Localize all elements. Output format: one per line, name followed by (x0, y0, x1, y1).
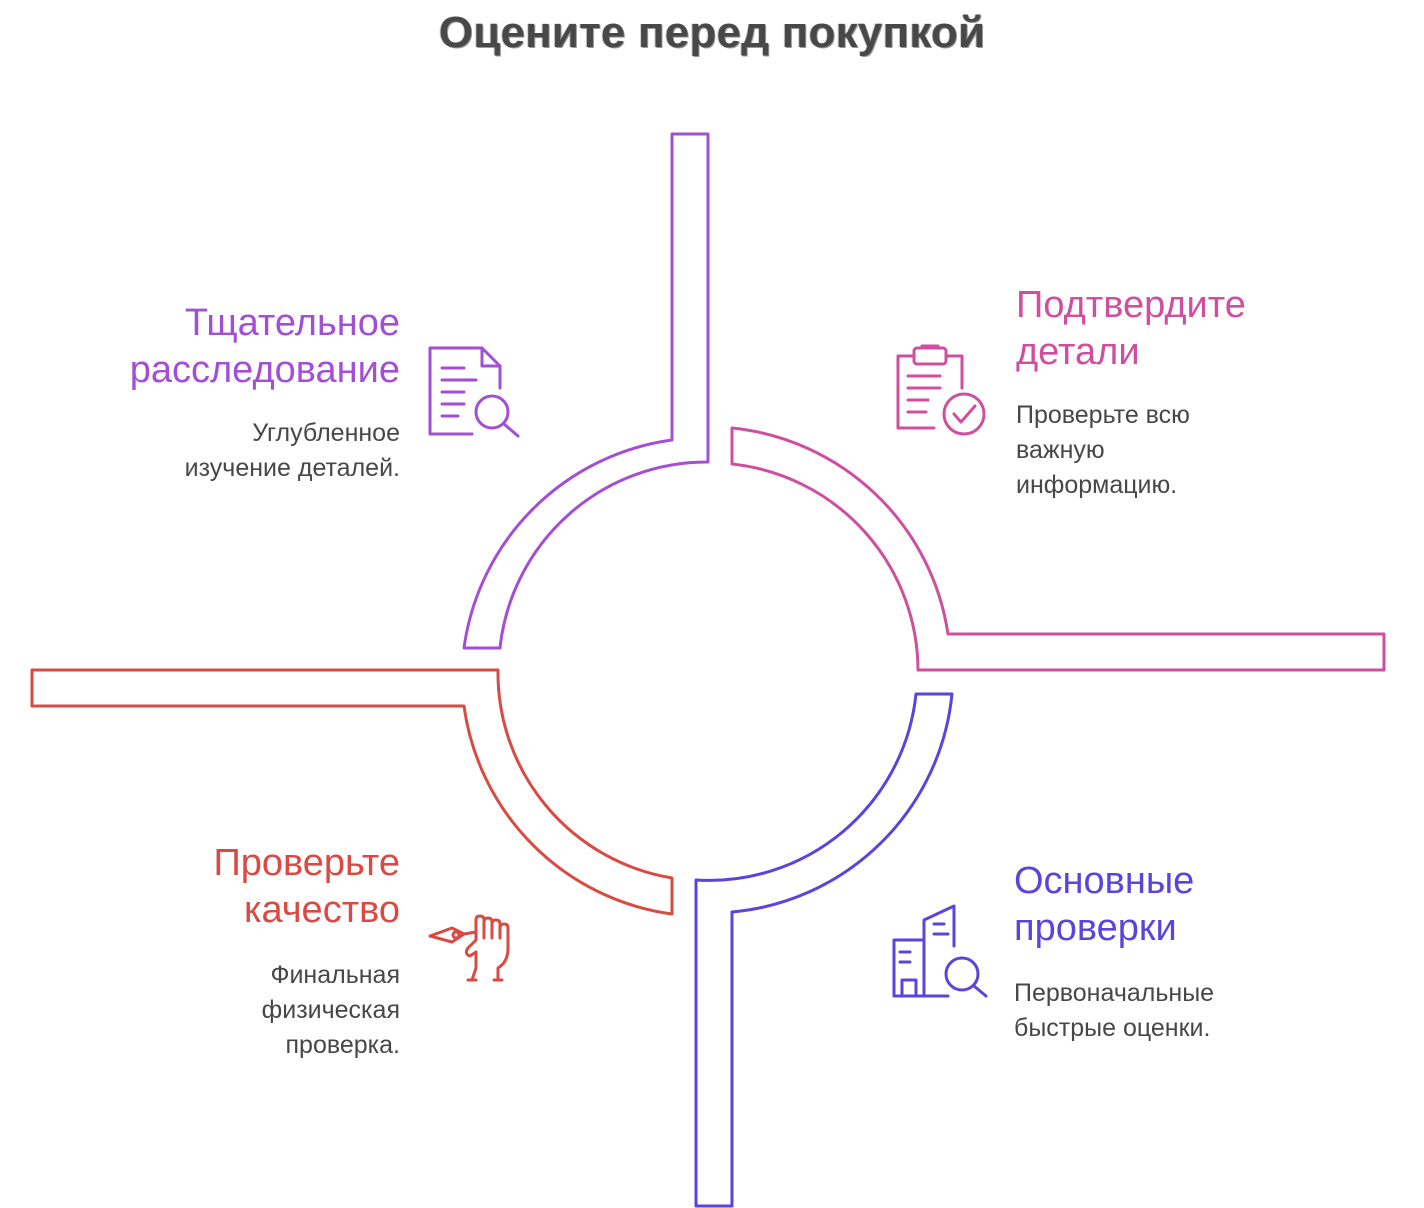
hand-inspect-icon (428, 914, 510, 982)
quality-heading: Проверьте качество (213, 842, 400, 931)
quality-description: Финальная физическая проверка. (261, 961, 400, 1059)
road-basic (694, 692, 954, 1208)
page-title: Оцените перед покупкой (438, 8, 986, 57)
investigation-description: Углубленное изучение деталей. (184, 419, 400, 482)
clipboard-check-icon (896, 344, 986, 436)
road-investigation (462, 132, 710, 650)
road-quality (30, 668, 674, 916)
basic-heading: Основные проверки (1014, 860, 1195, 949)
document-search-icon (428, 346, 520, 438)
building-search-icon (892, 904, 988, 998)
road-confirm (730, 426, 1386, 672)
confirm-heading: Подтвердите детали (1016, 284, 1246, 373)
confirm-description: Проверьте всю важную информацию. (1016, 401, 1190, 499)
basic-description: Первоначальные быстрые оценки. (1014, 979, 1215, 1042)
investigation-heading: Тщательное расследование (129, 302, 400, 391)
